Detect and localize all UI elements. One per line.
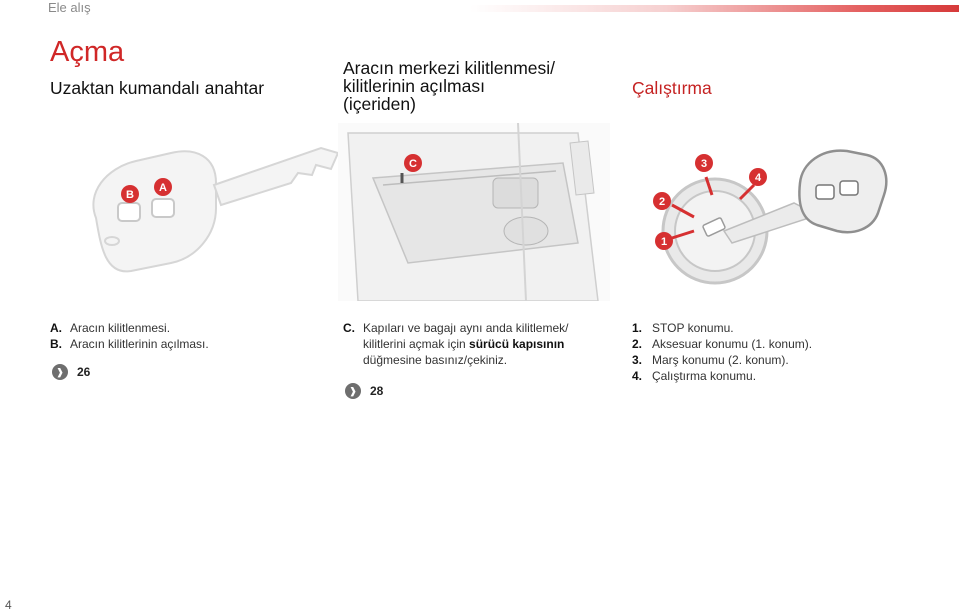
callout-2-badge: 2 — [653, 192, 671, 210]
page-reference-number: 28 — [370, 384, 384, 398]
page-number: 4 — [5, 598, 12, 612]
header-breadcrumb: Ele alış — [48, 0, 91, 15]
item-key: A. — [50, 321, 62, 335]
item-key: B. — [50, 337, 62, 351]
callout-4-badge: 4 — [749, 168, 767, 186]
svg-text:A: A — [159, 182, 167, 194]
item-key: 3. — [632, 353, 643, 367]
remote-key-illustration: B A — [92, 146, 340, 273]
svg-text:4: 4 — [755, 172, 762, 184]
item-4: 4. Çalıştırma konumu. — [632, 369, 756, 385]
item-key: C. — [343, 321, 355, 335]
item-text: Marş konumu (2. konum). — [652, 353, 789, 367]
item-text-bold: sürücü kapısının — [469, 337, 565, 351]
callout-c-badge: C — [404, 154, 422, 172]
item-text: Aksesuar konumu (1. konum). — [652, 337, 813, 351]
arrow-right-icon: ❱ — [52, 364, 68, 380]
ignition-switch-illustration: 1 2 3 4 — [653, 149, 888, 285]
item-text-line: kilitlerini açmak için — [363, 337, 470, 351]
item-text-line: Kapıları ve bagajı aynı anda kilitlemek/ — [363, 321, 569, 335]
item-key: 4. — [632, 369, 643, 383]
door-panel-illustration: C — [338, 123, 610, 301]
col1-title: Uzaktan kumandalı anahtar — [50, 78, 265, 98]
item-a: A. Aracın kilitlenmesi. — [50, 321, 170, 337]
item-1: 1. STOP konumu. — [632, 321, 734, 337]
svg-text:B: B — [126, 189, 134, 201]
svg-text:1: 1 — [661, 236, 667, 248]
item-text: Çalıştırma konumu. — [652, 369, 757, 383]
page-reference-link[interactable]: ❱ 28 — [345, 383, 383, 399]
col3-title: Çalıştırma — [632, 78, 712, 98]
item-text: Aracın kilitlenmesi. — [70, 321, 171, 335]
item-3: 3. Marş konumu (2. konum). — [632, 353, 789, 369]
item-text-line: düğmesine basınız/çekiniz. — [363, 353, 508, 367]
callout-3-badge: 3 — [695, 154, 713, 172]
svg-text:2: 2 — [659, 196, 665, 208]
item-key: 2. — [632, 337, 643, 351]
page-reference-link[interactable]: ❱ 26 — [52, 364, 90, 380]
section-title: Açma — [50, 36, 125, 68]
item-text: STOP konumu. — [652, 321, 734, 335]
item-text: Aracın kilitlerinin açılması. — [70, 337, 209, 351]
svg-text:C: C — [409, 158, 417, 170]
header-accent-bar — [470, 5, 959, 12]
callout-1-badge: 1 — [655, 232, 673, 250]
item-c-line3: düğmesine basınız/çekiniz. — [363, 353, 507, 369]
item-b: B. Aracın kilitlerinin açılması. — [50, 337, 209, 353]
item-key: 1. — [632, 321, 643, 335]
arrow-right-icon: ❱ — [345, 383, 361, 399]
item-c: C. Kapıları ve bagajı aynı anda kilitleme… — [343, 321, 568, 337]
item-2: 2. Aksesuar konumu (1. konum). — [632, 337, 812, 353]
col2-title: Aracın merkezi kilitlenmesi/ kilitlerini… — [343, 59, 555, 113]
col2-title-line: (içeriden) — [343, 94, 416, 114]
col2-title-line: Aracın merkezi kilitlenmesi/ — [343, 58, 555, 78]
col2-title-line: kilitlerinin açılması — [343, 76, 485, 96]
callout-b-badge: B — [121, 185, 139, 203]
page-reference-number: 26 — [77, 365, 91, 379]
item-c-line2: kilitlerini açmak için sürücü kapısının — [363, 337, 564, 353]
svg-text:3: 3 — [701, 158, 707, 170]
callout-a-badge: A — [154, 178, 172, 196]
